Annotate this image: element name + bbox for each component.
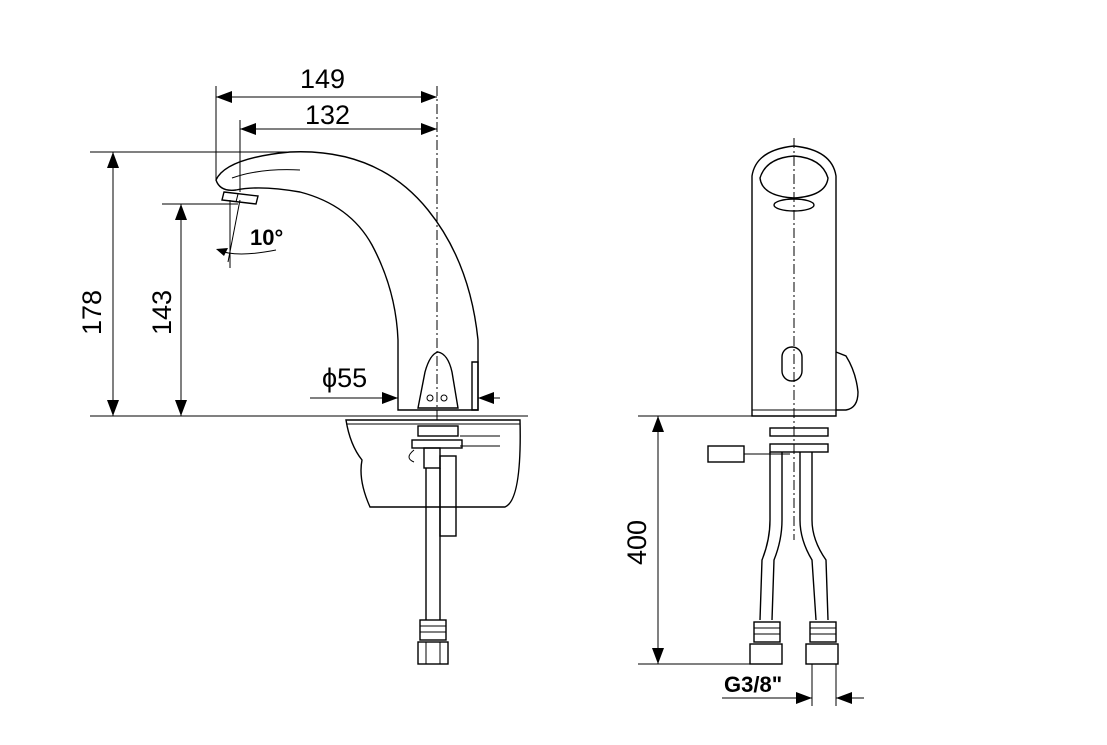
mounting-nut bbox=[417, 425, 459, 437]
front-view: 400 G3/8" bbox=[622, 138, 864, 706]
sensor-front bbox=[781, 346, 803, 382]
side-view: 149 132 178 143 10° ϕ55 bbox=[77, 64, 528, 665]
dim-label-angle: 10° bbox=[250, 225, 283, 250]
dim-label-149: 149 bbox=[300, 64, 345, 94]
dim-label-178: 178 bbox=[77, 290, 107, 335]
dim-label-132: 132 bbox=[305, 100, 350, 130]
dim-label-143: 143 bbox=[147, 290, 177, 335]
hose-right bbox=[799, 452, 829, 621]
hose-left bbox=[759, 452, 783, 621]
connector-right bbox=[805, 643, 839, 665]
countertop-section bbox=[345, 419, 521, 508]
spout-head-front bbox=[759, 155, 829, 199]
shank bbox=[439, 455, 457, 537]
dim-label-400: 400 bbox=[622, 520, 652, 565]
spout-body bbox=[215, 151, 479, 411]
dim-label-diameter: ϕ55 bbox=[322, 363, 367, 393]
dim-label-thread: G3/8" bbox=[724, 672, 782, 697]
aerator bbox=[221, 191, 259, 205]
cable-connector bbox=[707, 445, 745, 463]
connector-left bbox=[749, 643, 783, 665]
sensor-window bbox=[417, 351, 459, 409]
supply-hose bbox=[425, 468, 441, 620]
faucet-body-front bbox=[751, 145, 837, 417]
side-lever bbox=[835, 351, 859, 411]
hose-connector bbox=[419, 619, 447, 641]
